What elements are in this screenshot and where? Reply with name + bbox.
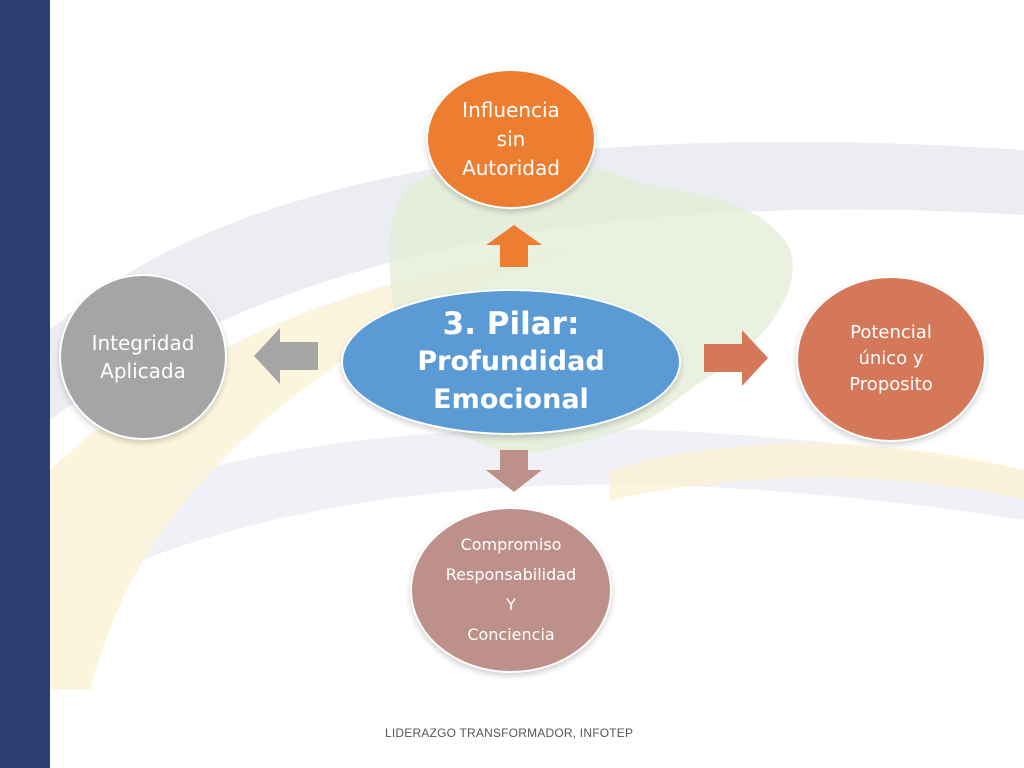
node-top-line: Influencia bbox=[462, 97, 560, 122]
node-right-line: único y bbox=[858, 348, 924, 369]
node-right-line: Proposito bbox=[849, 374, 933, 395]
arrow-down bbox=[486, 450, 542, 492]
node-potencial-unico-proposito: Potencial único y Proposito bbox=[796, 276, 986, 442]
node-left-line: Integridad bbox=[91, 331, 195, 355]
background-swoosh-yellow bbox=[50, 250, 570, 690]
footer-text: LIDERAZGO TRANSFORMADOR, INFOTEP bbox=[385, 726, 634, 740]
node-right-line: Potencial bbox=[850, 322, 932, 343]
node-bottom-line: Compromiso bbox=[460, 535, 562, 554]
center-heading: 3. Pilar: bbox=[442, 306, 580, 342]
node-top-line: sin bbox=[496, 126, 526, 151]
node-bottom-line: Y bbox=[506, 595, 516, 614]
arrow-right bbox=[704, 330, 768, 386]
node-integridad-aplicada: Integridad Aplicada bbox=[59, 274, 227, 440]
node-bottom-line: Responsabilidad bbox=[445, 565, 577, 584]
node-bottom-line: Conciencia bbox=[467, 625, 555, 644]
node-top-line: Autoridad bbox=[462, 155, 560, 180]
background-swoosh-grey bbox=[50, 141, 1024, 421]
arrow-left bbox=[254, 328, 318, 384]
center-line: Emocional bbox=[433, 384, 589, 415]
node-compromiso-responsabilidad-conciencia: Compromiso Responsabilidad Y Conciencia bbox=[410, 507, 612, 673]
node-center-pilar: 3. Pilar: Profundidad Emocional bbox=[341, 289, 681, 435]
sidebar-band bbox=[0, 0, 50, 768]
arrow-up bbox=[486, 225, 542, 267]
node-influencia-sin-autoridad: Influencia sin Autoridad bbox=[426, 69, 596, 209]
background-swoosh-yellow-right bbox=[610, 443, 1024, 500]
center-line: Profundidad bbox=[417, 346, 605, 377]
node-left-line: Aplicada bbox=[100, 359, 186, 383]
